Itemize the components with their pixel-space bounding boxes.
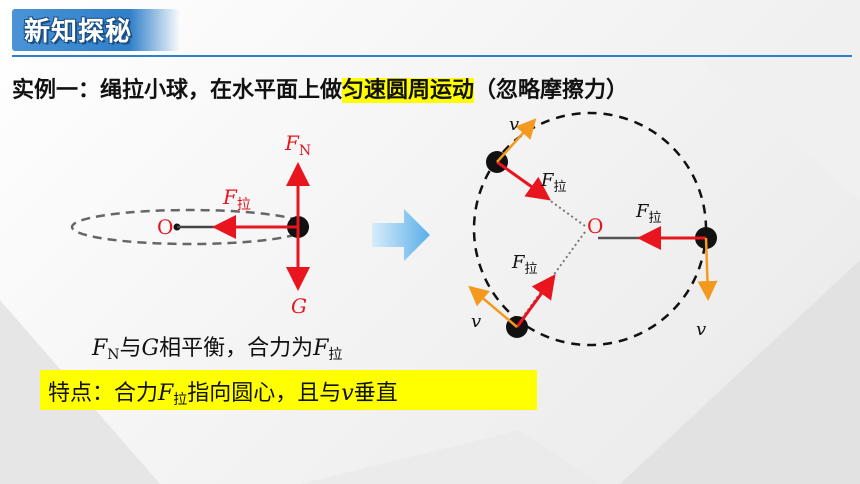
velocity-arrow-right — [697, 237, 718, 301]
example-prefix: 实例一：绳拉小球，在水平面上做 — [12, 78, 343, 103]
velocity-label-top: v — [509, 114, 519, 135]
feature-highlight-box — [40, 370, 537, 410]
velocity-arrow-topleft — [496, 118, 537, 163]
title-divider — [12, 55, 852, 57]
tension-label: F拉 — [222, 185, 251, 213]
transition-arrow — [372, 209, 430, 261]
gravity-label: G — [291, 294, 307, 318]
velocity-arrow-bottomleft — [468, 285, 518, 328]
tension-label-right: F拉 — [635, 201, 662, 226]
tension-arrow-topleft — [496, 160, 551, 201]
feature-statement: 特点：合力F拉指向圆心，且与v垂直 — [48, 381, 398, 408]
page-title: 新知探秘 — [24, 17, 133, 47]
right-center-label: O — [587, 214, 603, 238]
top-view-circle-diagram: O F拉 F拉 F拉 v v v — [468, 111, 718, 347]
velocity-label-right: v — [696, 319, 706, 340]
tension-label-topleft: F拉 — [540, 170, 567, 195]
horizontal-circle-diagram: O FN F拉 G — [70, 131, 311, 318]
velocity-label-bottomleft: v — [471, 311, 481, 332]
normal-force-label: FN — [284, 131, 311, 159]
example-highlight: 匀速圆周运动 — [342, 78, 475, 103]
title-tab — [12, 9, 180, 51]
example-statement: 实例一：绳拉小球，在水平面上做匀速圆周运动（忽略摩擦力） — [12, 72, 628, 104]
example-suffix: （忽略摩擦力） — [474, 78, 629, 103]
balance-statement: FN与G相平衡，合力为F拉 — [92, 336, 343, 363]
tension-arrow-bottomleft — [515, 274, 556, 328]
left-center-label: O — [157, 215, 173, 239]
tension-label-bottomleft: F拉 — [511, 252, 538, 277]
